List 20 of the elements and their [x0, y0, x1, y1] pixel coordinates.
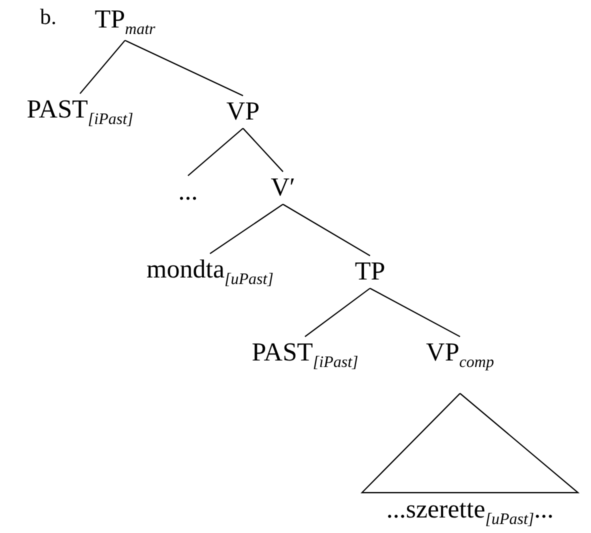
tree-branch [242, 128, 284, 172]
tree-node-label: TP [354, 258, 386, 286]
tree-branch [282, 204, 370, 256]
tree-node-label: V′ [270, 174, 296, 202]
tree-branch [188, 128, 244, 176]
tree-node-label: ...szerette$_{[uPast]}$... [386, 496, 554, 528]
tree-node-label: PAST$_{[iPast]}$ [252, 338, 358, 372]
triangle-branch [360, 392, 580, 494]
subfigure-label: b. [40, 4, 56, 30]
tree-node-label: mondta$_{[uPast]}$ [146, 256, 274, 288]
tree-node-label: TP$_{matr}$ [94, 6, 156, 38]
tree-branch [210, 204, 284, 254]
tree-branch [124, 40, 244, 96]
tree-node-label: PAST$_{[iPast]}$ [26, 96, 134, 128]
tree-branch [80, 40, 126, 94]
tree-node-label: ... [178, 178, 198, 206]
tree-branch [370, 288, 460, 338]
tree-node-label: VP [226, 98, 260, 126]
tree-node-label: VP$_{comp}$ [426, 338, 494, 372]
tree-branch [304, 288, 370, 338]
